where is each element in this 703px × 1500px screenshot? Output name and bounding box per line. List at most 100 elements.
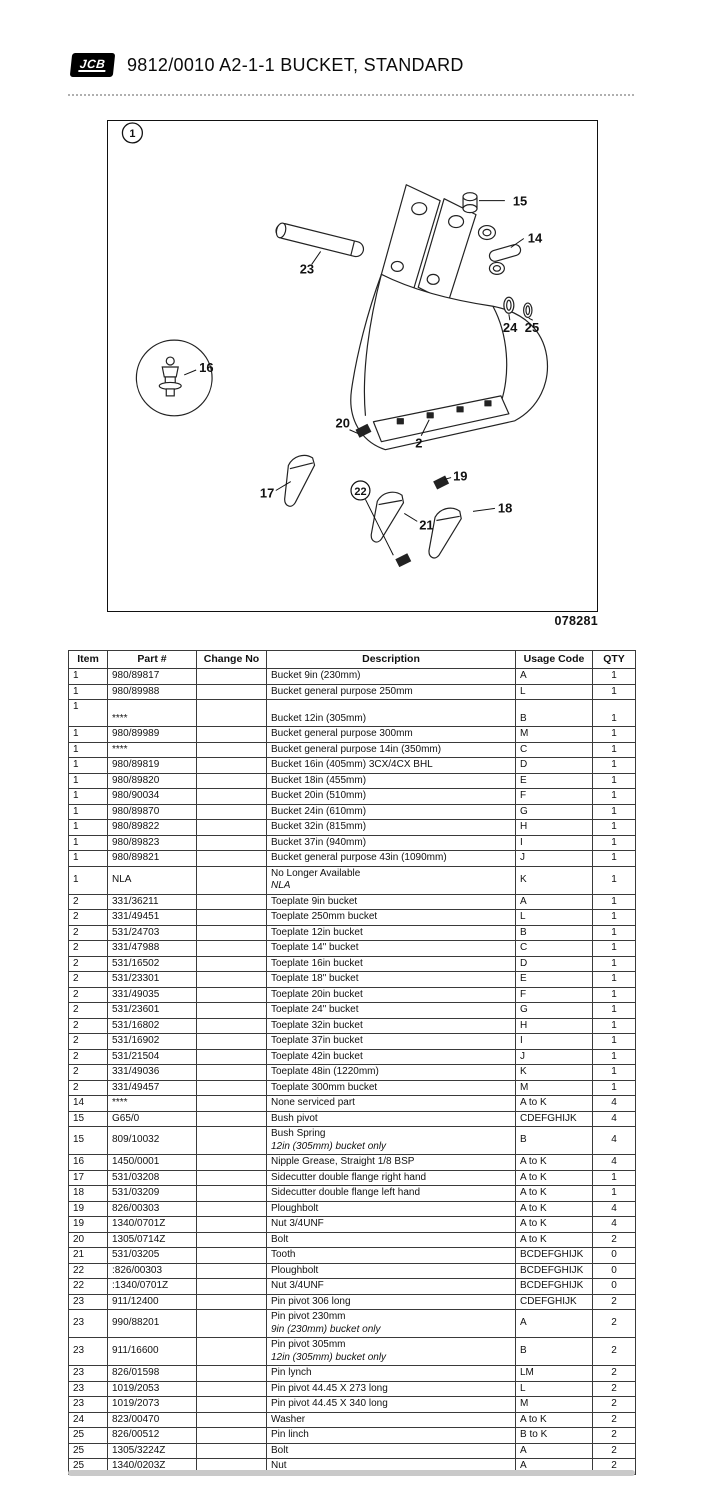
cell-part-number: :1340/0701Z — [107, 1278, 197, 1295]
cell-usage-code: A to K — [515, 1200, 593, 1218]
cell-change-no — [196, 788, 267, 805]
cell-change-no — [196, 1231, 267, 1249]
cell-qty: 1 — [592, 1048, 636, 1066]
table-row: 1 980/89989 Bucket general purpose 300mm… — [68, 726, 636, 743]
cell-qty: 2 — [592, 1396, 636, 1413]
cell-part-number: 331/36211 — [107, 893, 197, 911]
cell-part-number: 531/24703 — [107, 924, 197, 942]
cell-item: 15 — [68, 1126, 108, 1156]
cell-change-no — [196, 668, 267, 685]
cell-qty: 1 — [592, 772, 636, 790]
cell-qty: 1 — [592, 788, 636, 805]
cell-usage-code: A — [515, 668, 593, 685]
table-row: 24 823/00470 Washer A to K 2 — [68, 1411, 636, 1429]
cell-description: Toeplate 9in bucket — [266, 893, 516, 911]
col-header-part: Part # — [107, 649, 197, 670]
cell-description: Pin pivot 44.45 X 340 long — [266, 1396, 516, 1413]
cell-change-no — [196, 1293, 267, 1311]
cell-item: 1 — [68, 865, 108, 895]
cell-part-number: 980/89988 — [107, 683, 197, 701]
cell-change-no — [196, 1396, 267, 1413]
cell-usage-code: A to K — [515, 1216, 593, 1233]
horizontal-scrollbar[interactable] — [68, 1470, 635, 1476]
table-row: 2 331/49457 Toeplate 300mm bucket M 1 — [68, 1079, 636, 1097]
cell-usage-code: A to K — [515, 1185, 593, 1202]
cell-part-number: 980/89870 — [107, 803, 197, 821]
cell-change-no — [196, 1278, 267, 1295]
cell-item: 25 — [68, 1442, 108, 1460]
cell-part-number: 531/23601 — [107, 1002, 197, 1019]
cell-item: 15 — [68, 1110, 108, 1128]
cell-item: 23 — [68, 1380, 108, 1398]
cell-usage-code: D — [515, 757, 593, 774]
cell-usage-code: M — [515, 726, 593, 743]
col-header-description: Description — [266, 649, 516, 670]
table-row: 16 1450/0001 Nipple Grease, Straight 1/8… — [68, 1154, 636, 1171]
cell-usage-code: E — [515, 971, 593, 988]
cell-part-number: 1019/2053 — [107, 1380, 197, 1398]
tooth-18-drawing — [428, 507, 462, 559]
cell-usage-code: BCDEFGHIJK — [515, 1262, 593, 1280]
parts-table-body: 1 980/89817 Bucket 9in (230mm) A 1 1 980… — [68, 668, 636, 1475]
cell-change-no — [196, 971, 267, 988]
table-row: 23 1019/2073 Pin pivot 44.45 X 340 long … — [68, 1396, 636, 1413]
cell-part-number: 331/49035 — [107, 986, 197, 1004]
cell-change-no — [196, 1185, 267, 1202]
cell-usage-code: E — [515, 772, 593, 790]
cell-item: 2 — [68, 909, 108, 926]
table-row: 1 **** Bucket general purpose 14in (350m… — [68, 741, 636, 759]
cell-qty: 1 — [592, 955, 636, 973]
cell-change-no — [196, 1216, 267, 1233]
cell-change-no — [196, 924, 267, 942]
cell-item: 1 — [68, 741, 108, 759]
cell-change-no — [196, 1002, 267, 1019]
cell-part-number: 531/16802 — [107, 1017, 197, 1035]
cell-qty: 1 — [592, 741, 636, 759]
cell-description: Bucket 37in (940mm) — [266, 834, 516, 852]
cell-qty: 1 — [592, 803, 636, 821]
cell-qty: 1 — [592, 726, 636, 743]
cell-qty: 1 — [592, 865, 636, 895]
cell-part-number: 1019/2073 — [107, 1396, 197, 1413]
cell-usage-code: BCDEFGHIJK — [515, 1278, 593, 1295]
table-row: 1 980/89870 Bucket 24in (610mm) G 1 — [68, 803, 636, 821]
cell-part-number: 331/47988 — [107, 940, 197, 957]
cell-description: Bucket general purpose 14in (350mm) — [266, 741, 516, 759]
cell-usage-code: A to K — [515, 1095, 593, 1112]
cell-item: 23 — [68, 1396, 108, 1413]
cell-qty: 2 — [592, 1365, 636, 1382]
table-row: 22 :826/00303 Ploughbolt BCDEFGHIJK 0 — [68, 1262, 636, 1280]
cell-description: None serviced part — [266, 1095, 516, 1112]
cell-item: 1 — [68, 819, 108, 836]
cell-item: 2 — [68, 924, 108, 942]
cell-usage-code: A — [515, 893, 593, 911]
table-row: 20 1305/0714Z Bolt A to K 2 — [68, 1231, 636, 1249]
table-row: 2 331/49451 Toeplate 250mm bucket L 1 — [68, 909, 636, 926]
table-row: 18 531/03209 Sidecutter double flange le… — [68, 1185, 636, 1202]
cell-description: Toeplate 20in bucket — [266, 986, 516, 1004]
cell-change-no — [196, 909, 267, 926]
cell-qty: 1 — [592, 850, 636, 867]
cell-usage-code: J — [515, 850, 593, 867]
cell-part-number: 1340/0701Z — [107, 1216, 197, 1233]
cell-usage-code: A — [515, 1442, 593, 1460]
cell-qty: 4 — [592, 1126, 636, 1156]
cell-item: 2 — [68, 1048, 108, 1066]
table-row: 22 :1340/0701Z Nut 3/4UNF BCDEFGHIJK 0 — [68, 1278, 636, 1295]
cell-description: Bolt — [266, 1442, 516, 1460]
cell-part-number: 531/03208 — [107, 1169, 197, 1187]
table-row: 19 826/00303 Ploughbolt A to K 4 — [68, 1200, 636, 1218]
cell-usage-code: K — [515, 865, 593, 895]
cell-item: 2 — [68, 955, 108, 973]
table-row: 25 1305/3224Z Bolt A 2 — [68, 1442, 636, 1460]
cell-item: 2 — [68, 1002, 108, 1019]
callout-21: 21 — [419, 517, 433, 532]
cell-description: Ploughbolt — [266, 1200, 516, 1218]
cell-change-no — [196, 850, 267, 867]
cell-description: Toeplate 12in bucket — [266, 924, 516, 942]
cell-change-no — [196, 741, 267, 759]
cell-part-number: 980/89821 — [107, 850, 197, 867]
cell-qty: 1 — [592, 1064, 636, 1081]
